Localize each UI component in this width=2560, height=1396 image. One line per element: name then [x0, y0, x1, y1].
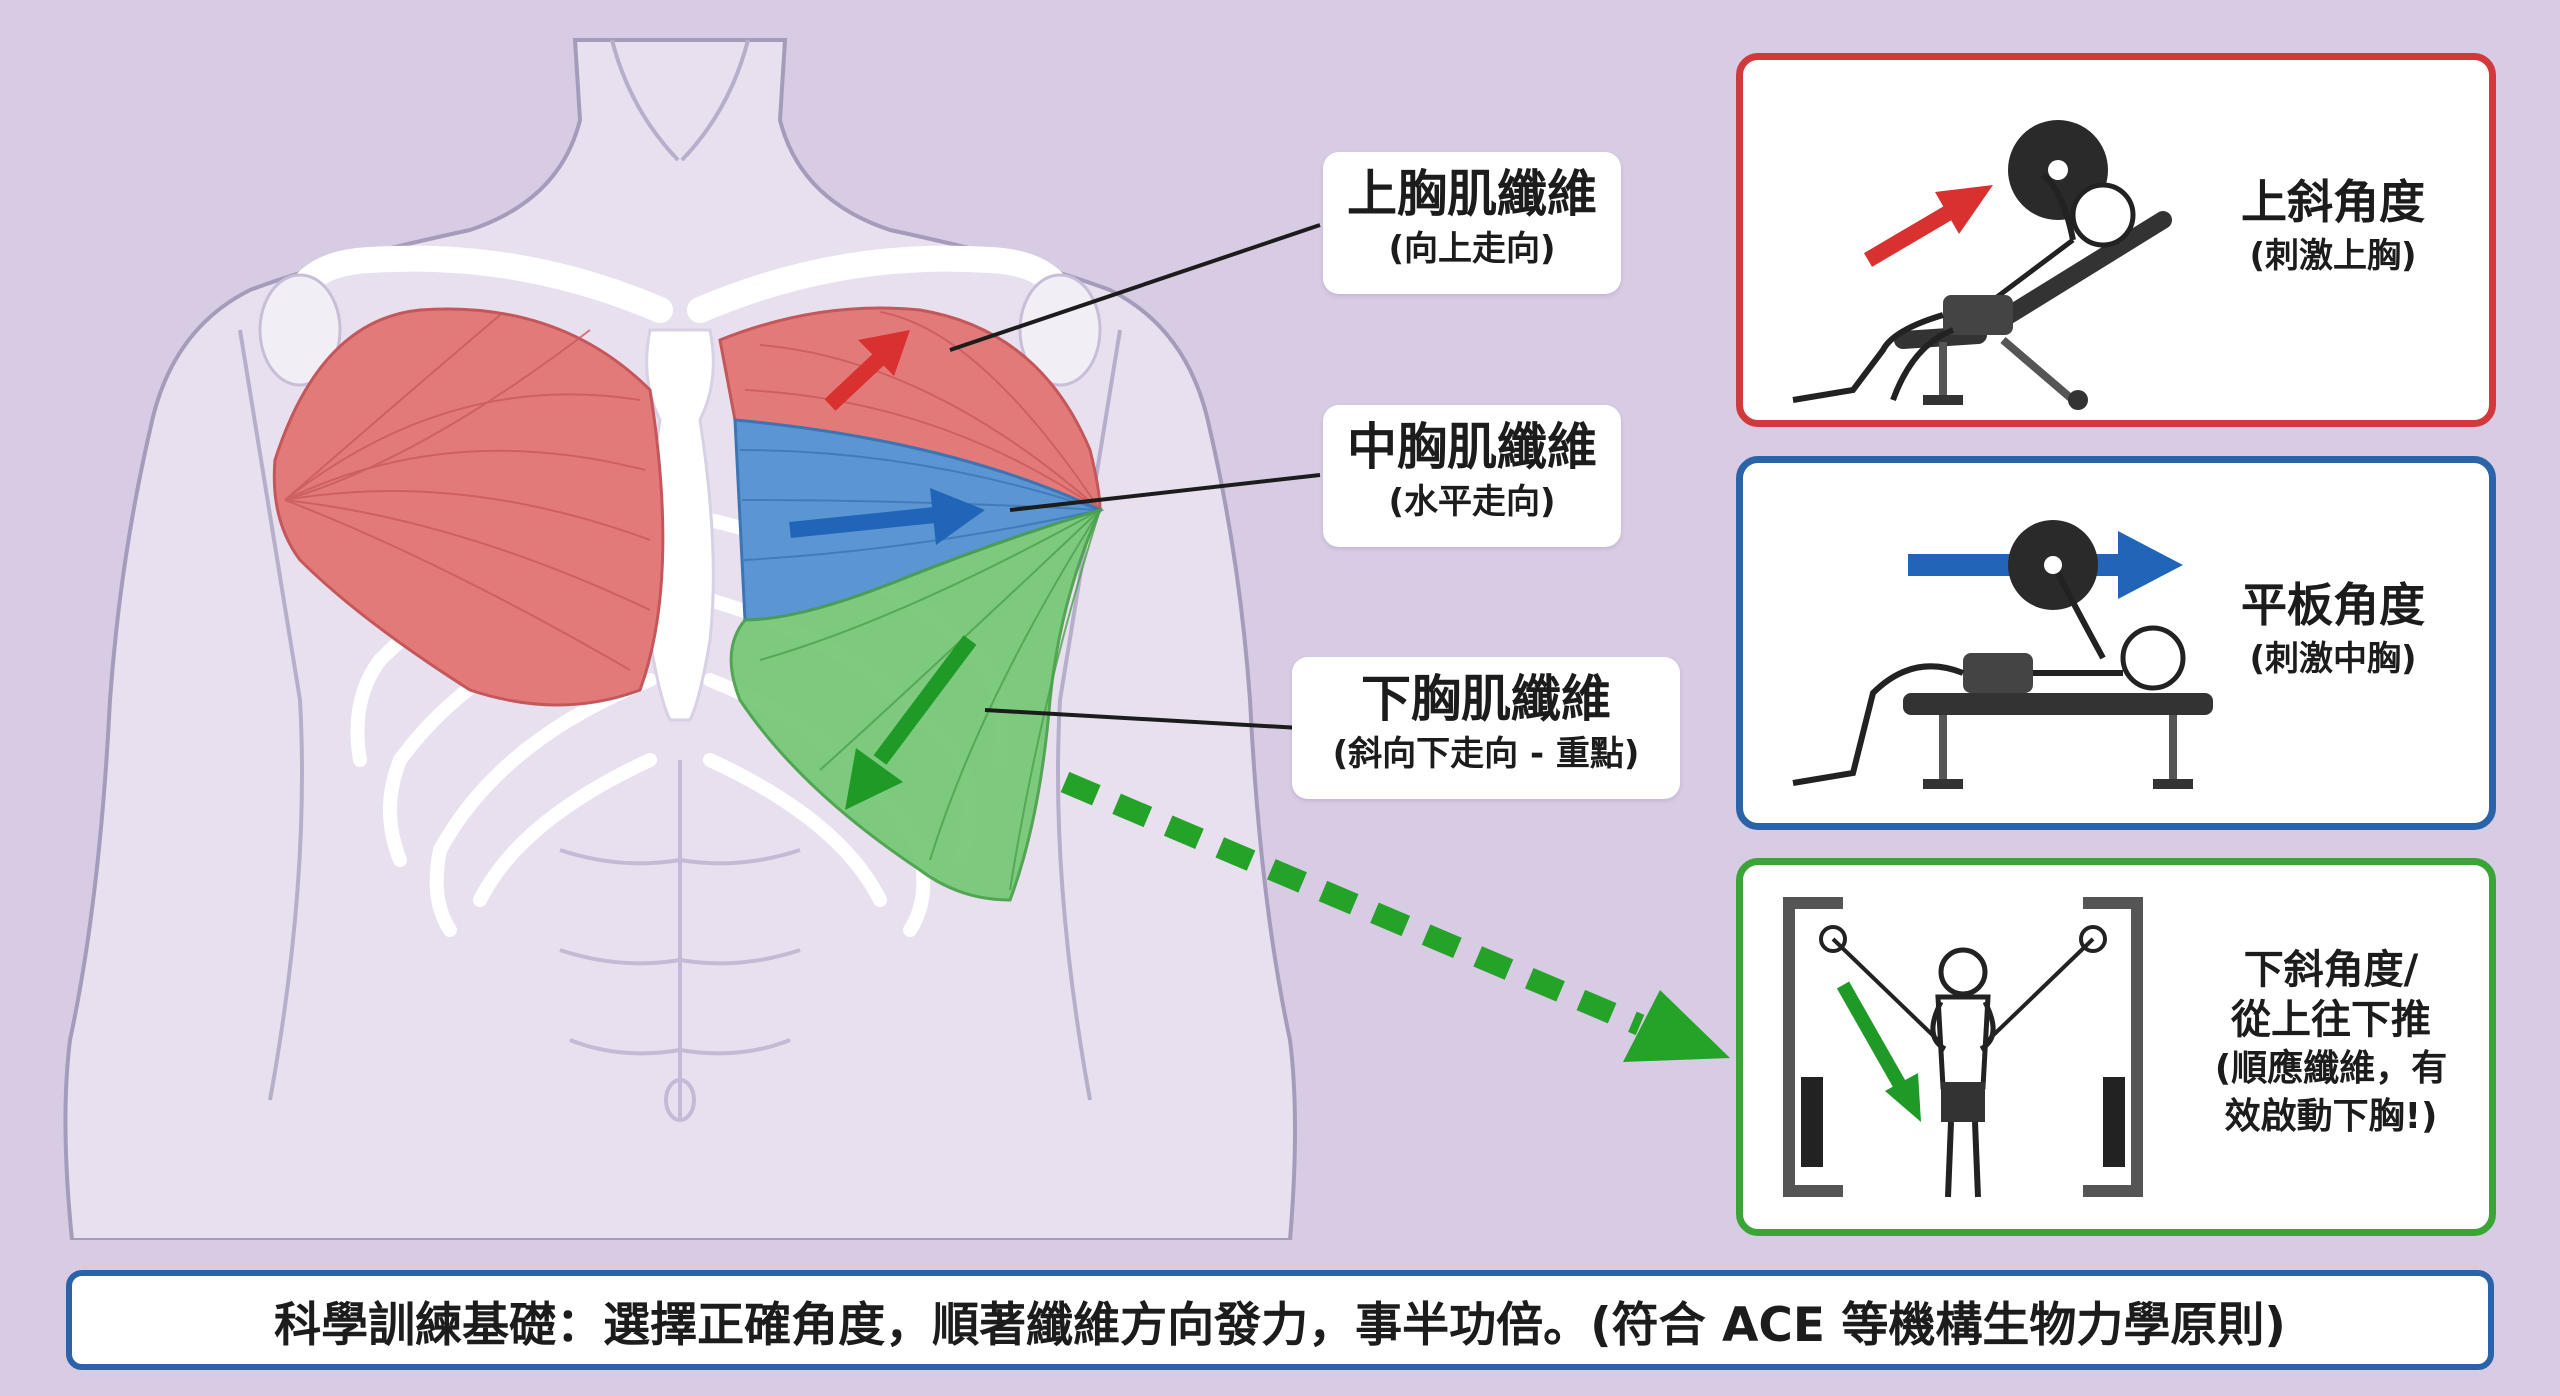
- abdominals: [559, 760, 801, 1122]
- left-clavicle: [287, 245, 673, 323]
- lower-fiber-subtitle: (斜向下走向 - 重點): [1332, 734, 1640, 774]
- decline-line-2: 從上往下推: [2231, 997, 2431, 1043]
- cable-crossover-figure: [1783, 897, 2143, 1198]
- incline-panel: 上斜角度 (刺激上胸): [1736, 53, 2496, 427]
- upper-fiber-label: 上胸肌纖維 (向上走向): [1323, 152, 1621, 294]
- flat-press-figure: [1792, 520, 2213, 789]
- middle-fiber-label: 中胸肌纖維 (水平走向): [1323, 405, 1621, 547]
- lower-fiber-label: 下胸肌纖維 (斜向下走向 - 重點): [1292, 657, 1680, 799]
- decline-line-4: 效啟動下胸!): [2224, 1096, 2438, 1137]
- upper-fiber-subtitle: (向上走向): [1388, 229, 1556, 269]
- decline-line-1: 下斜角度/: [2243, 947, 2419, 993]
- incline-press-figure: [1792, 120, 2172, 410]
- middle-leader-line: [1009, 473, 1321, 512]
- decline-line-3: (順應纖維，有: [2214, 1048, 2448, 1089]
- footer-banner: 科學訓練基礎：選擇正確角度，順著纖維方向發力，事半功倍。(符合 ACE 等機構生…: [66, 1270, 2494, 1370]
- torso-illustration: [63, 38, 1321, 1240]
- upper-fiber-title: 上胸肌纖維: [1347, 165, 1597, 223]
- flat-title: 平板角度: [2241, 578, 2425, 632]
- upper-leader-line: [949, 223, 1321, 352]
- flat-subtitle: (刺激中胸): [2249, 639, 2417, 679]
- left-pectoral: [272, 307, 665, 707]
- lower-fiber-title: 下胸肌纖維: [1361, 670, 1611, 728]
- middle-fiber-title: 中胸肌纖維: [1347, 418, 1597, 476]
- middle-fiber-subtitle: (水平走向): [1388, 482, 1556, 522]
- right-clavicle: [687, 245, 1073, 323]
- incline-subtitle: (刺激上胸): [2249, 236, 2417, 276]
- incline-title: 上斜角度: [2241, 175, 2425, 229]
- blue-right-arrow-icon: [789, 488, 985, 545]
- green-down-arrow-icon: [845, 635, 977, 810]
- lower-leader-line: [984, 708, 1301, 730]
- flat-panel: 平板角度 (刺激中胸): [1736, 456, 2496, 830]
- decline-panel: 下斜角度/ 從上往下推 (順應纖維，有 效啟動下胸!): [1736, 858, 2496, 1236]
- red-up-arrow-icon: [824, 330, 910, 411]
